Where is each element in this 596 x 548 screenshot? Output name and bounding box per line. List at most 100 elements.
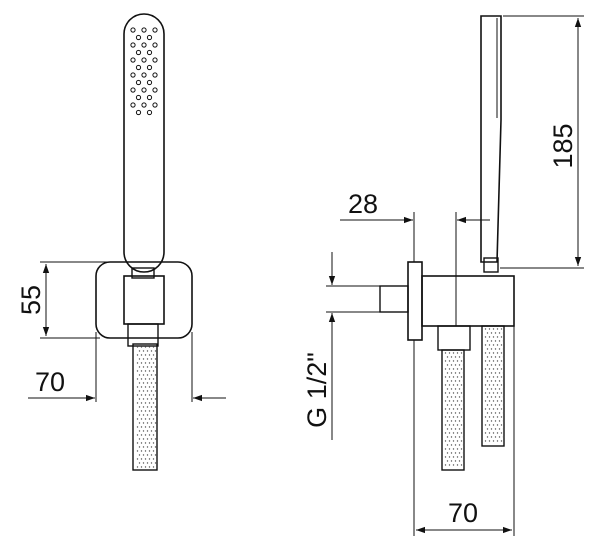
hose-dot xyxy=(500,416,503,418)
spray-nozzles xyxy=(130,27,158,116)
hose-dot xyxy=(444,416,447,418)
hose-dot xyxy=(500,424,503,426)
hose-dot xyxy=(460,376,463,378)
dim-label-70-front: 70 xyxy=(35,367,65,397)
hose-dot xyxy=(492,408,495,410)
hose-dot xyxy=(494,380,497,382)
hose-dot xyxy=(458,396,461,398)
hose-dot xyxy=(142,422,145,424)
hose-dot xyxy=(490,412,493,414)
hose-dot xyxy=(492,336,495,338)
hose-dot xyxy=(460,424,463,426)
hose-dot xyxy=(484,368,487,370)
hose-dot xyxy=(138,374,141,376)
hose-dot xyxy=(496,360,499,362)
hose-dot xyxy=(460,456,463,458)
hose-dot xyxy=(502,332,505,334)
hose-dot xyxy=(136,354,139,356)
hose-dot xyxy=(502,428,505,430)
hose-dot xyxy=(444,456,447,458)
hose-dot xyxy=(502,364,505,366)
hose-dot xyxy=(494,356,497,358)
hose-dot xyxy=(496,384,499,386)
hose-dot xyxy=(452,400,455,402)
hose-dot xyxy=(484,416,487,418)
hose-dot xyxy=(142,438,145,440)
hose-dot xyxy=(486,404,489,406)
hose-dot xyxy=(456,448,459,450)
hose-dot xyxy=(146,454,149,456)
hose-dot xyxy=(502,348,505,350)
hose-dot xyxy=(460,368,463,370)
hose-dot xyxy=(146,414,149,416)
spray-nozzle xyxy=(152,72,158,78)
hose-dot xyxy=(458,428,461,430)
hose-dot xyxy=(454,356,457,358)
dim-label-70-side: 70 xyxy=(448,498,478,528)
hose-dot xyxy=(148,346,151,348)
hose-dot xyxy=(488,384,491,386)
hose-dot xyxy=(450,460,453,462)
hose-dot xyxy=(498,332,501,334)
hose-dot xyxy=(446,396,449,398)
hose-dot xyxy=(502,372,505,374)
hose-dot xyxy=(448,368,451,370)
hose-dot xyxy=(454,380,457,382)
hose-dot xyxy=(148,362,151,364)
hose-dot xyxy=(144,362,147,364)
hose-dot xyxy=(444,408,447,410)
hose-dot xyxy=(136,418,139,420)
hose-dot xyxy=(148,466,151,468)
hose-nut-side xyxy=(437,325,471,351)
hose-dot xyxy=(456,360,459,362)
hose-dot xyxy=(452,440,455,442)
spray-nozzle xyxy=(130,57,136,63)
hose-dot xyxy=(488,352,491,354)
hose-dot xyxy=(496,440,499,442)
hose-dot xyxy=(152,354,155,356)
hose-dot xyxy=(148,370,151,372)
hose-dot xyxy=(142,414,145,416)
hose-dot xyxy=(138,422,141,424)
hose-dot xyxy=(496,344,499,346)
hose-dot xyxy=(494,348,497,350)
hose-dot xyxy=(148,458,151,460)
hose-dot xyxy=(492,400,495,402)
hose-dot xyxy=(444,360,447,362)
hose-texture xyxy=(444,328,505,466)
hose-dot xyxy=(152,418,155,420)
hose-dot xyxy=(144,442,147,444)
hose-dot xyxy=(142,374,145,376)
hose-dot xyxy=(484,360,487,362)
hose-dot xyxy=(144,402,147,404)
hose-dot xyxy=(500,408,503,410)
hose-dot xyxy=(140,354,143,356)
holder-block xyxy=(123,275,165,325)
hose-dot xyxy=(144,378,147,380)
hose-dot xyxy=(140,466,143,468)
hose-dot xyxy=(136,450,139,452)
hose-dot xyxy=(152,434,155,436)
hose-dot xyxy=(152,458,155,460)
hose-dot xyxy=(144,354,147,356)
hose-dot xyxy=(486,332,489,334)
hose-dot xyxy=(500,384,503,386)
hose-dot xyxy=(484,344,487,346)
hose-dot xyxy=(498,404,501,406)
hose-dot xyxy=(498,340,501,342)
hose-dot xyxy=(460,384,463,386)
hose-dot xyxy=(140,442,143,444)
hose-dot xyxy=(450,412,453,414)
hose-dot xyxy=(448,432,451,434)
hose-dot xyxy=(502,388,505,390)
hose-dot xyxy=(456,424,459,426)
hose-dot xyxy=(152,466,155,468)
hose-dot xyxy=(462,444,465,446)
hose-dot xyxy=(152,394,155,396)
hose-dot xyxy=(458,460,461,462)
spray-nozzle xyxy=(130,102,136,108)
hose-dot xyxy=(492,424,495,426)
hose-dot xyxy=(498,412,501,414)
hose-dot xyxy=(446,404,449,406)
hose-dot xyxy=(454,364,457,366)
